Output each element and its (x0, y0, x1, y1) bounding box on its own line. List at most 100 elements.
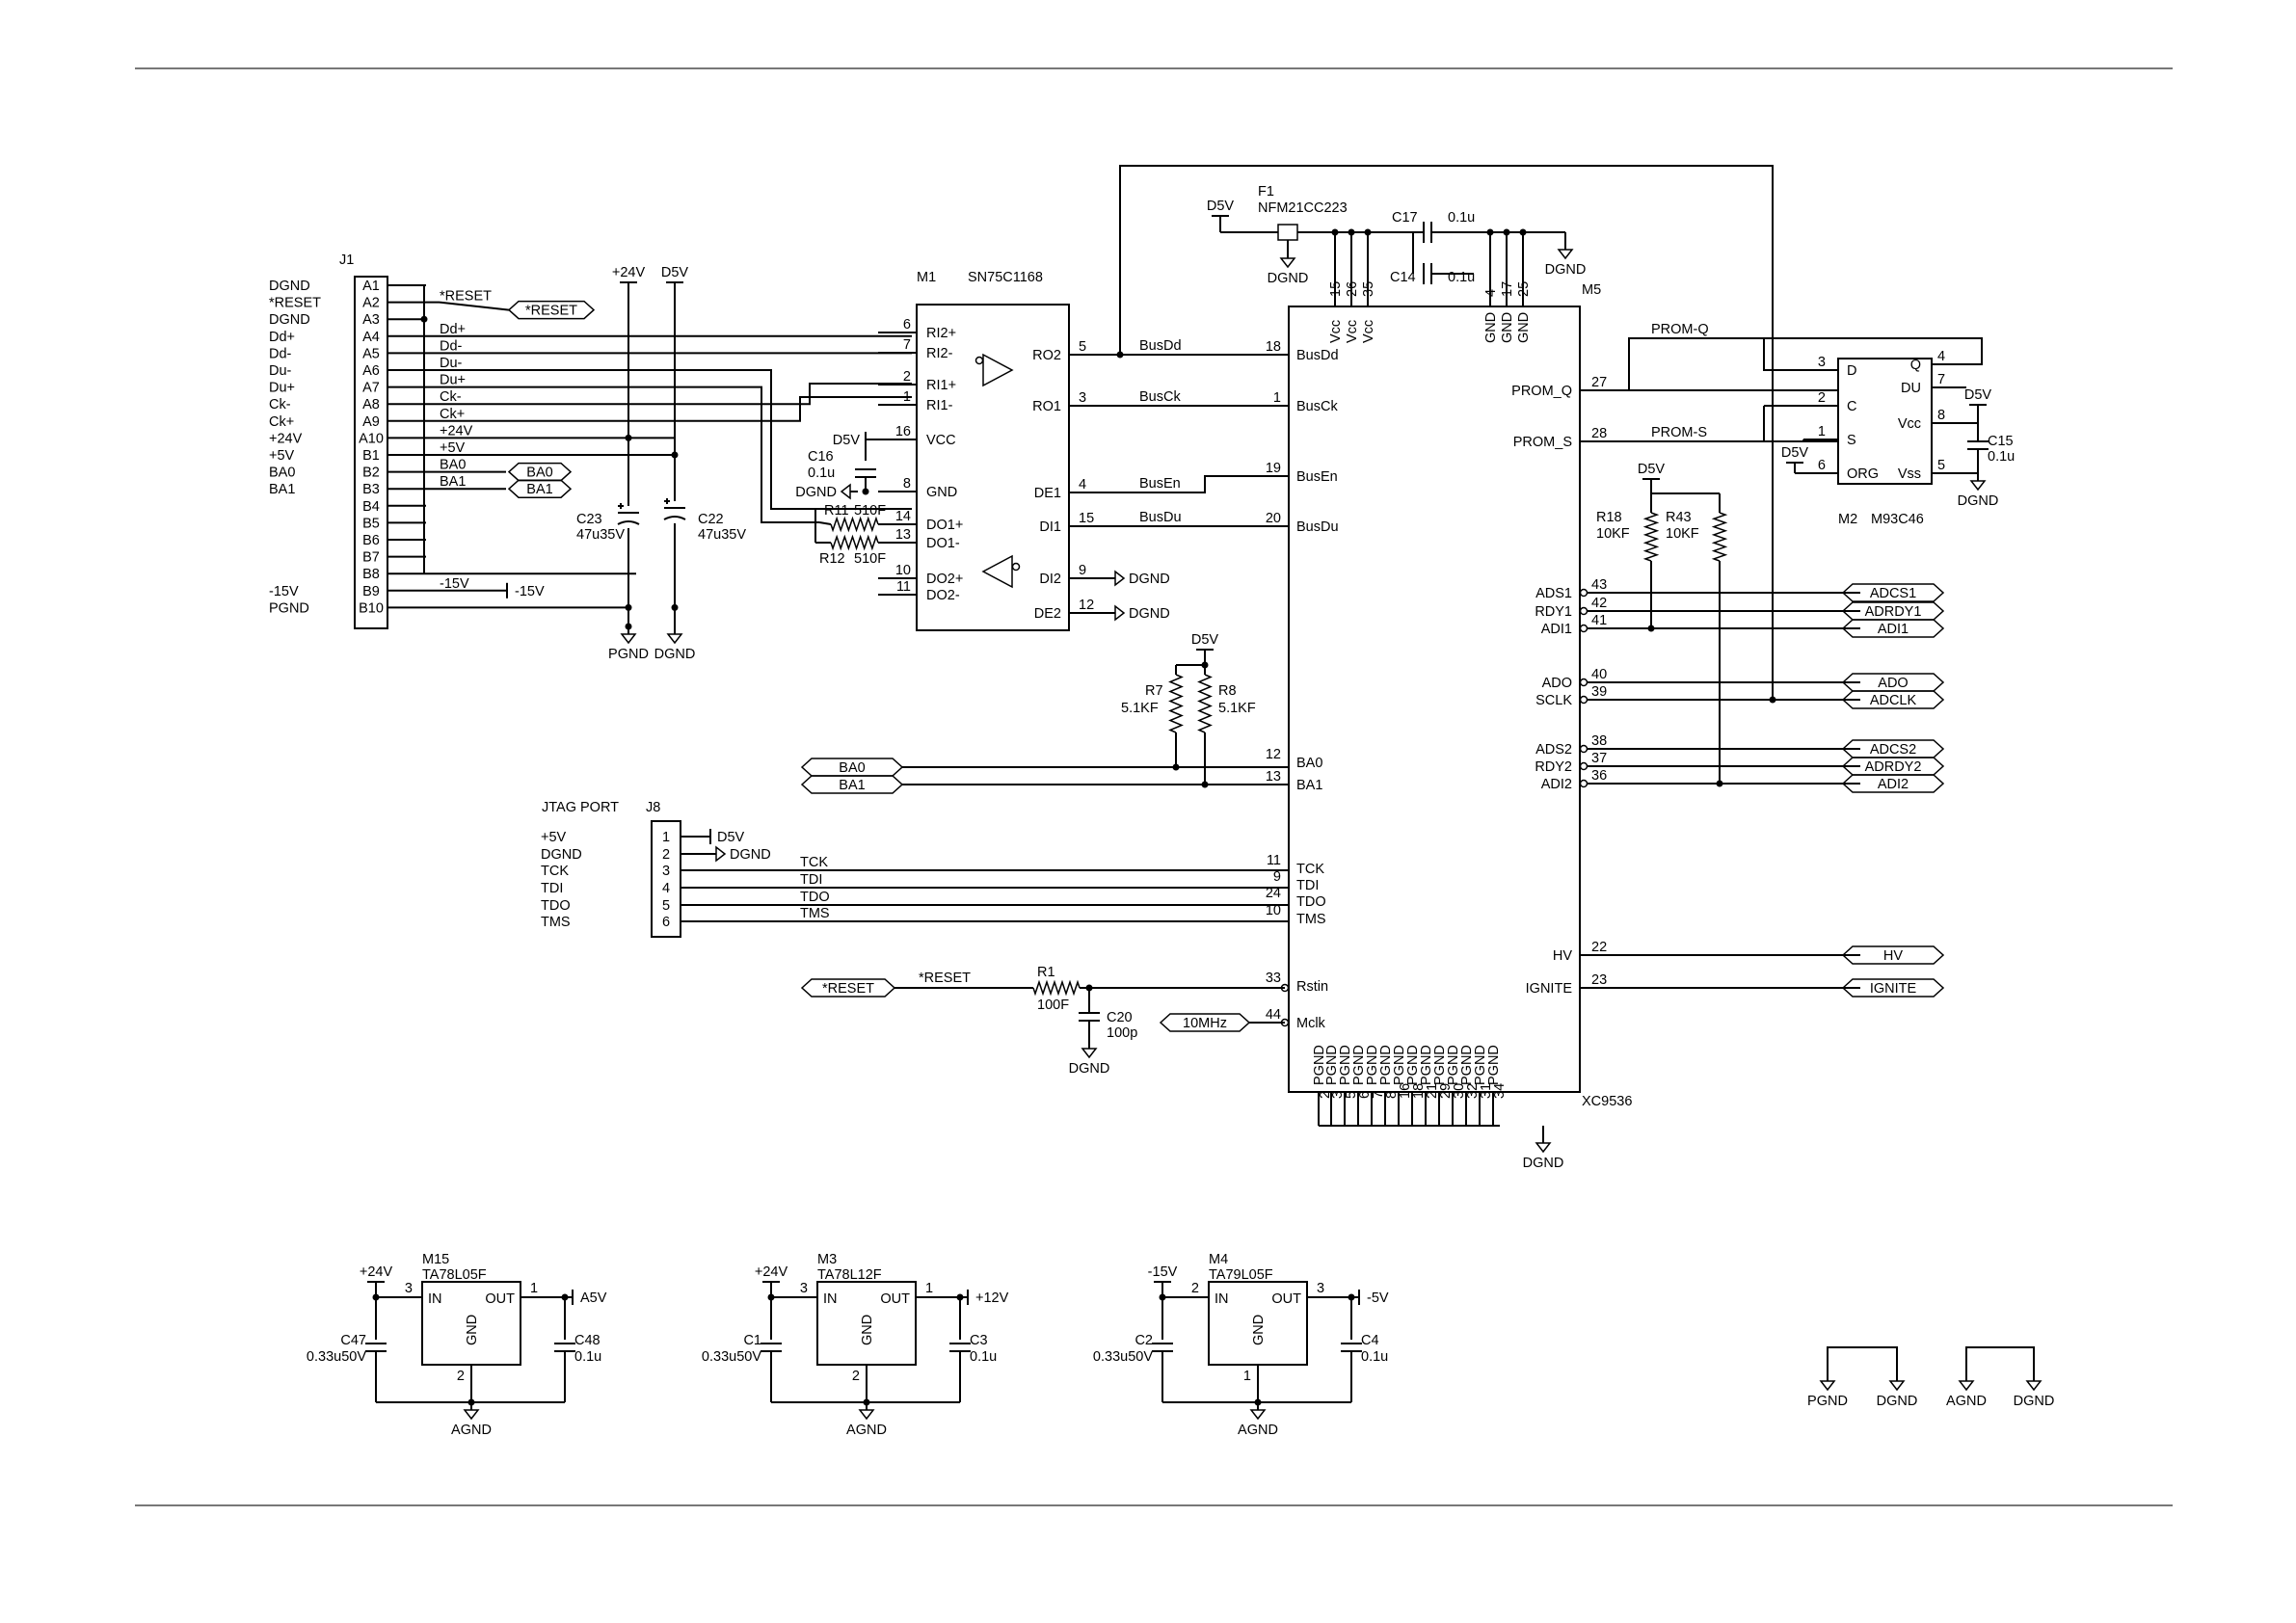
d5v-label: D5V (717, 830, 745, 845)
r11-value: 510F (854, 503, 886, 519)
j8-pin-num: 6 (662, 915, 670, 930)
reg-out-label: OUT (1271, 1291, 1301, 1307)
c14-ref: C14 (1390, 270, 1416, 285)
f1-ref: F1 (1258, 184, 1274, 200)
m5-ref: M5 (1582, 282, 1601, 298)
m5-pin-num: 8 (1384, 1091, 1400, 1099)
m5-pin-name: TCK (1296, 862, 1324, 877)
ground-symbol (1249, 1409, 1267, 1421)
m5-pin-name: PGND (1405, 1045, 1421, 1085)
ic-m2 (1837, 358, 1933, 485)
regulator-m4 (1208, 1281, 1308, 1366)
r8-ref: R8 (1218, 683, 1237, 699)
c14-value: 0.1u (1448, 270, 1475, 285)
reset-port-label: *RESET (525, 304, 577, 319)
m5-pin-num: 43 (1591, 577, 1607, 593)
port-adi1-label: ADI1 (1878, 622, 1909, 637)
m5-pin-name: BusDu (1296, 519, 1339, 535)
reg-in-label: IN (1215, 1291, 1229, 1307)
m5-pin-name: IGNITE (1526, 981, 1573, 997)
inversion-bubble (1579, 744, 1589, 754)
m1-pin-name: DO2- (926, 588, 960, 603)
m2-pin-name: ORG (1847, 466, 1879, 482)
m5-pin-num: 33 (1266, 971, 1281, 986)
j8-pin-num: 5 (662, 898, 670, 914)
j1-signal-name: +5V (269, 448, 295, 464)
resistor (1711, 512, 1728, 562)
c17-value: 0.1u (1448, 210, 1475, 226)
m5-pin-name: Vcc (1345, 320, 1360, 343)
wire (1764, 337, 1983, 365)
m5-pin-num: 18 (1411, 1083, 1427, 1099)
junction-dot (1172, 763, 1180, 771)
port-adrdy1-label: ADRDY1 (1865, 604, 1922, 620)
j1-signal-name: Ck+ (269, 414, 294, 430)
m2-pin-num: 2 (1818, 390, 1826, 406)
reg-vout: A5V (580, 1290, 607, 1306)
m1-pin-name: DI2 (1039, 572, 1061, 587)
inversion-bubble (1280, 1018, 1290, 1027)
m5-pin-name: PROM_Q (1511, 384, 1572, 399)
m1-pin-num: 2 (903, 369, 911, 385)
c15-ref: C15 (1988, 434, 2014, 449)
junction-dot (1519, 228, 1527, 236)
ground-symbol (2025, 1380, 2042, 1392)
port-adrdy2-label: ADRDY2 (1865, 759, 1922, 775)
reg-in-label: IN (428, 1291, 442, 1307)
j1-net: -15V (440, 576, 469, 592)
wire (1108, 475, 1289, 493)
wire (818, 521, 832, 525)
j1-pin-B5: B5 (362, 516, 380, 531)
m5-pin-name: PROM_S (1513, 435, 1572, 450)
m5-pin-name: PGND (1446, 1045, 1461, 1085)
j8-signal-name: TDO (541, 898, 571, 914)
m5-pin-name: TMS (1296, 912, 1326, 927)
port-hv (1841, 945, 1945, 965)
cin-value: 0.33u50V (702, 1349, 761, 1365)
reg-vout: +12V (975, 1290, 1009, 1306)
j1-signal-name: BA0 (269, 466, 295, 481)
r11-ref: R11 (824, 503, 849, 519)
j1-pin-B9: B9 (362, 584, 380, 599)
ground-symbol (1279, 257, 1296, 269)
j1-pin-B8: B8 (362, 567, 380, 582)
junction-dot (1486, 228, 1494, 236)
ground-symbol (1081, 1048, 1098, 1059)
power-label: D5V (1638, 462, 1666, 477)
r8-value: 5.1KF (1218, 701, 1256, 716)
m5-pin-num: 13 (1266, 769, 1281, 785)
m5-pin-name: ADO (1542, 676, 1572, 691)
ground-symbol (1819, 1380, 1836, 1392)
inversion-bubble (1280, 983, 1290, 993)
j1-pin-B2: B2 (362, 466, 380, 481)
m5-pin-num: 34 (1492, 1083, 1508, 1099)
m5-pin-num: 7 (1371, 1091, 1386, 1099)
m1-pin-num: 7 (903, 337, 911, 353)
m2-pin-num: 4 (1937, 349, 1945, 364)
m5-pin-num: 28 (1591, 426, 1607, 441)
c23-ref: C23 (576, 512, 602, 527)
ground-symbol (1888, 1380, 1906, 1392)
m5-pin-num: 30 (1452, 1083, 1467, 1099)
power-label: D5V (1781, 445, 1809, 461)
ground-symbol (620, 633, 637, 645)
r7-ref: R7 (1145, 683, 1163, 699)
m5-part: XC9536 (1582, 1094, 1632, 1109)
net-busck: BusCk (1139, 389, 1181, 405)
m5-pin-num: 37 (1591, 751, 1607, 766)
m5-pin-num: 5 (1344, 1091, 1359, 1099)
reg-part: TA78L12F (817, 1267, 882, 1283)
inversion-bubble (1579, 606, 1589, 616)
m5-pin-name: PGND (1473, 1045, 1488, 1085)
junction-dot (1348, 228, 1355, 236)
c16-ref: C16 (808, 449, 834, 465)
port-adcs1 (1841, 583, 1945, 602)
wire (426, 383, 912, 406)
m5-pin-num: 4 (1483, 289, 1499, 297)
m2-pin-name: DU (1901, 381, 1921, 396)
reset-port-label: *RESET (822, 981, 874, 997)
m5-pin-name: PGND (1338, 1045, 1353, 1085)
wire (426, 396, 912, 422)
j1-pin-A7: A7 (362, 381, 380, 396)
